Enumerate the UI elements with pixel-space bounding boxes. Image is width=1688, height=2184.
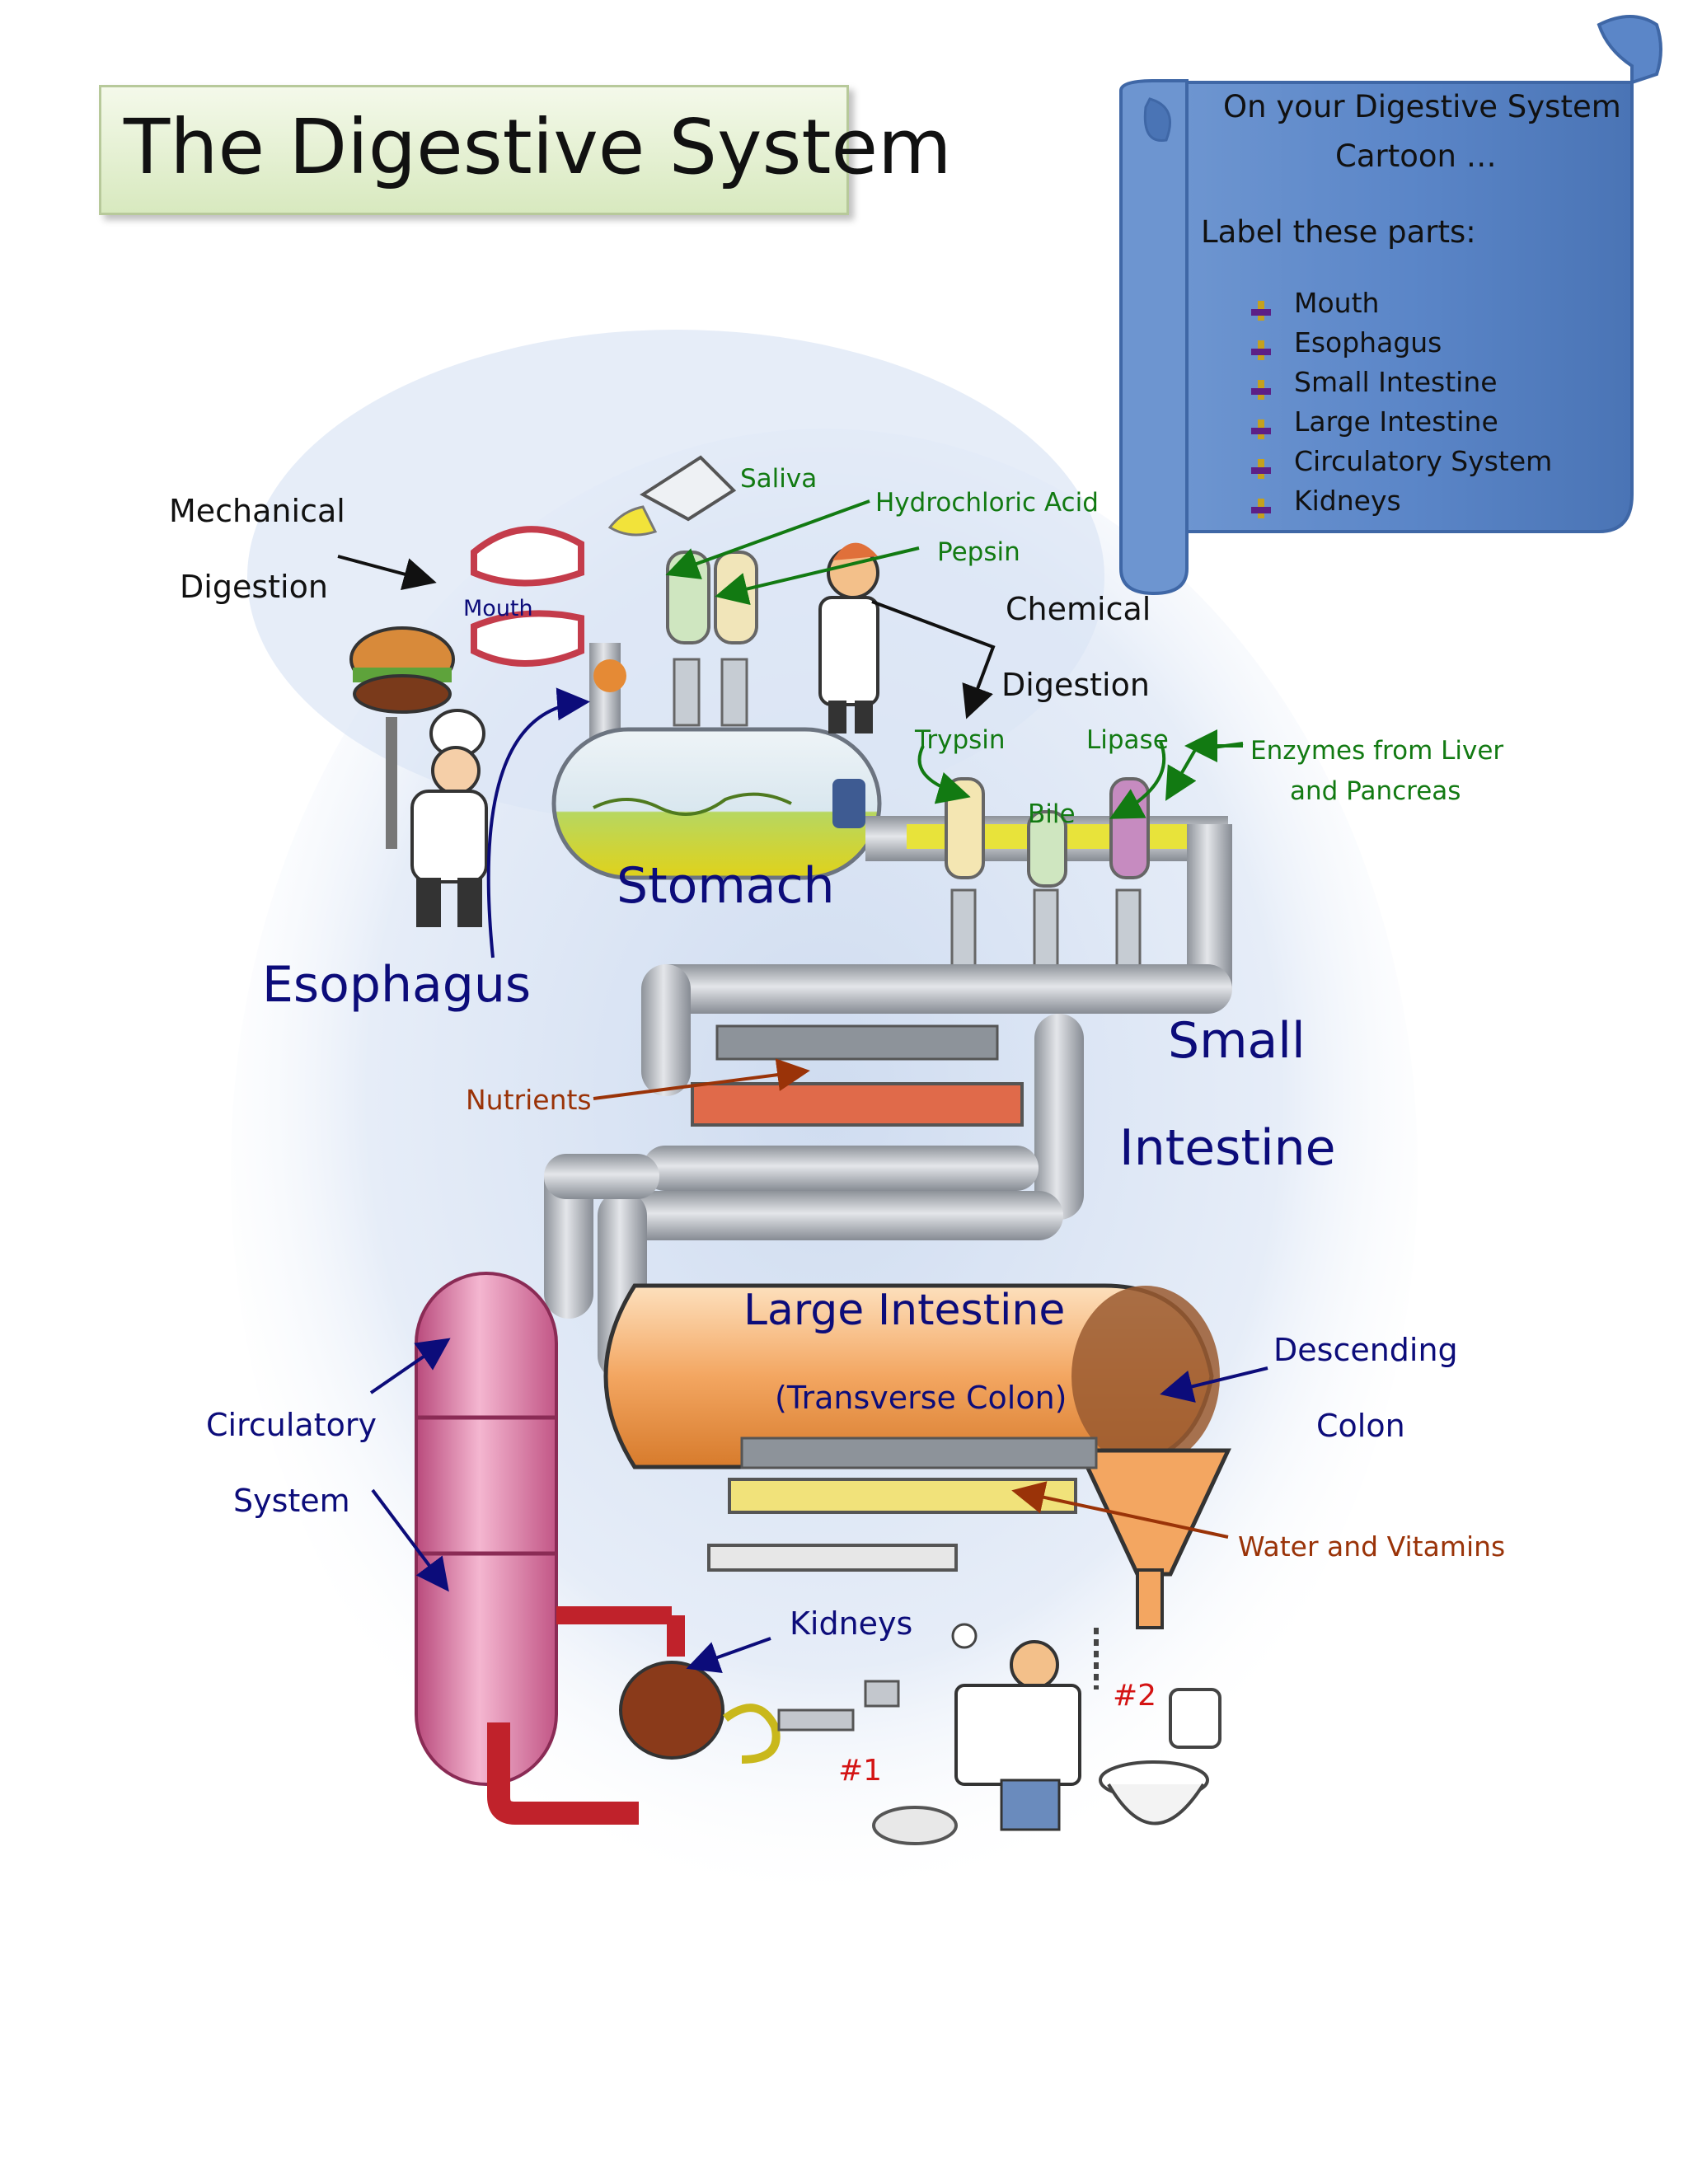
arrow-nutrients (593, 1058, 810, 1100)
bullet-icon (1251, 493, 1271, 518)
instruction-item: Esophagus (1251, 326, 1442, 360)
arrow-esophagus (486, 687, 590, 958)
label-enzymes-line-1: Enzymes from Liver (1250, 736, 1504, 766)
arrow-mechanical-digestion (337, 555, 437, 591)
bullet-icon (1251, 335, 1271, 360)
label-stomach: Stomach (617, 857, 835, 915)
label-bile: Bile (1028, 799, 1076, 829)
instruction-item-label: Large Intestine (1294, 405, 1498, 438)
label-lipase: Lipase (1086, 725, 1169, 755)
arrow-lipase (1109, 741, 1166, 819)
arrow-kidneys (686, 1637, 771, 1674)
arrow-chemical-digestion (871, 600, 996, 719)
bullet-icon (1251, 414, 1271, 439)
instruction-item-label: Mouth (1294, 287, 1380, 319)
label-hydrochloric-acid: Hydrochloric Acid (875, 488, 1099, 518)
arrow-water-vitamins (1011, 1481, 1229, 1539)
bullet-icon (1251, 295, 1271, 321)
label-colon: Colon (1316, 1408, 1405, 1444)
bullet-icon (1251, 374, 1271, 400)
label-circulatory: Circulatory (206, 1407, 377, 1443)
label-outlet-2: #2 (1113, 1679, 1157, 1713)
instructions-line-1: On your Digestive System (1223, 89, 1621, 124)
label-nutrients: Nutrients (466, 1084, 592, 1116)
instruction-item: Kidneys (1251, 485, 1401, 518)
label-large-intestine: Large Intestine (743, 1286, 1066, 1335)
label-kidneys: Kidneys (790, 1605, 913, 1642)
arrow-pepsin (715, 546, 920, 606)
label-enzymes-line-2: and Pancreas (1290, 776, 1461, 806)
arrow-hydrochloric-acid (665, 499, 870, 579)
label-chemical-digestion: Digestion (1001, 667, 1150, 703)
instruction-item-label: Circulatory System (1294, 445, 1553, 477)
label-water-vitamins: Water and Vitamins (1238, 1530, 1506, 1563)
instruction-item: Large Intestine (1251, 405, 1498, 439)
instruction-scroll (1119, 15, 1662, 596)
instruction-item: Mouth (1251, 287, 1380, 321)
instruction-item: Circulatory System (1251, 445, 1553, 479)
instructions-line-2: Cartoon … (1335, 138, 1497, 174)
label-intestine: Intestine (1119, 1119, 1336, 1177)
label-pepsin: Pepsin (937, 537, 1020, 567)
label-mechanical-digestion: Digestion (180, 569, 328, 605)
label-chemical: Chemical (1006, 591, 1151, 627)
label-saliva: Saliva (740, 464, 818, 494)
instructions-prompt: Label these parts: (1201, 214, 1476, 250)
label-mechanical: Mechanical (169, 493, 345, 529)
arrow-enzymes (1165, 742, 1244, 801)
label-transverse-colon: (Transverse Colon) (775, 1380, 1067, 1416)
page-title: The Digestive System (124, 103, 952, 191)
instruction-item-label: Small Intestine (1294, 366, 1498, 398)
arrow-descending-colon (1160, 1366, 1268, 1403)
label-mouth: Mouth (463, 596, 533, 621)
label-trypsin: Trypsin (915, 725, 1006, 755)
label-outlet-1: #1 (838, 1754, 883, 1788)
instruction-item: Small Intestine (1251, 366, 1498, 400)
arrow-trypsin (917, 745, 971, 804)
title-box (99, 85, 849, 215)
label-descending: Descending (1273, 1332, 1458, 1368)
instruction-item-label: Kidneys (1294, 485, 1401, 517)
bullet-icon (1251, 453, 1271, 479)
arrow-circulatory-upper (369, 1338, 451, 1394)
arrow-circulatory-lower (371, 1488, 449, 1592)
label-esophagus: Esophagus (262, 956, 532, 1014)
instruction-item-label: Esophagus (1294, 326, 1442, 359)
label-system: System (233, 1483, 350, 1519)
label-small: Small (1168, 1012, 1306, 1070)
